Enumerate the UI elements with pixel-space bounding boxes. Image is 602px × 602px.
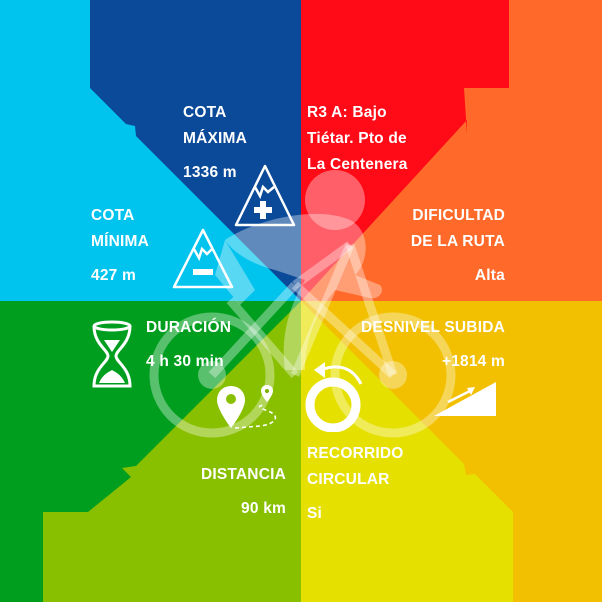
dificultad-label-2: DE LA RUTA (410, 233, 505, 250)
desnivel-label: DESNIVEL SUBIDA (361, 319, 505, 336)
distancia-label: DISTANCIA (200, 466, 286, 483)
recorrido-label-2: CIRCULAR (307, 471, 390, 488)
circular-route-icon (305, 362, 363, 432)
route-title-line-3: La Centenera (307, 156, 408, 173)
recorrido-label-1: RECORRIDO (307, 445, 404, 462)
desnivel-block: DESNIVEL SUBIDA +1814 m (361, 315, 505, 375)
mountain-plus-icon (234, 164, 296, 227)
duracion-block: DURACIÓN 4 h 30 min (146, 315, 231, 375)
cota-maxima-value: 1336 m (183, 164, 237, 181)
cota-minima-label-1: COTA (91, 207, 135, 224)
dificultad-value: Alta (474, 267, 505, 284)
cota-maxima-label-2: MÁXIMA (183, 130, 248, 147)
cota-minima-block: COTA MÍNIMA 427 m (91, 203, 149, 289)
distancia-value: 90 km (241, 500, 286, 517)
hourglass-icon (92, 320, 132, 388)
desnivel-value: +1814 m (441, 353, 505, 370)
distancia-block: DISTANCIA 90 km (201, 462, 286, 522)
duracion-label: DURACIÓN (146, 319, 232, 336)
route-title: R3 A: Bajo Tiétar. Pto de La Centenera (307, 100, 408, 178)
route-title-line-1: R3 A: Bajo (307, 104, 387, 121)
cyclist-on-bike-icon (149, 170, 456, 438)
map-pin-route-icon (217, 385, 277, 429)
cota-minima-label-2: MÍNIMA (91, 233, 150, 250)
recorrido-block: RECORRIDO CIRCULAR Si (307, 441, 404, 527)
slope-up-icon (434, 382, 496, 416)
cota-maxima-label-1: COTA (183, 104, 227, 121)
recorrido-value: Si (307, 505, 323, 522)
dificultad-label-1: DIFICULTAD (412, 207, 505, 224)
cota-maxima-block: COTA MÁXIMA 1336 m (183, 100, 247, 186)
route-title-line-2: Tiétar. Pto de (307, 130, 407, 147)
cota-minima-value: 427 m (91, 267, 136, 284)
mountain-minus-icon (172, 228, 234, 289)
duracion-value: 4 h 30 min (146, 353, 224, 370)
dificultad-block: DIFICULTAD DE LA RUTA Alta (411, 203, 505, 289)
